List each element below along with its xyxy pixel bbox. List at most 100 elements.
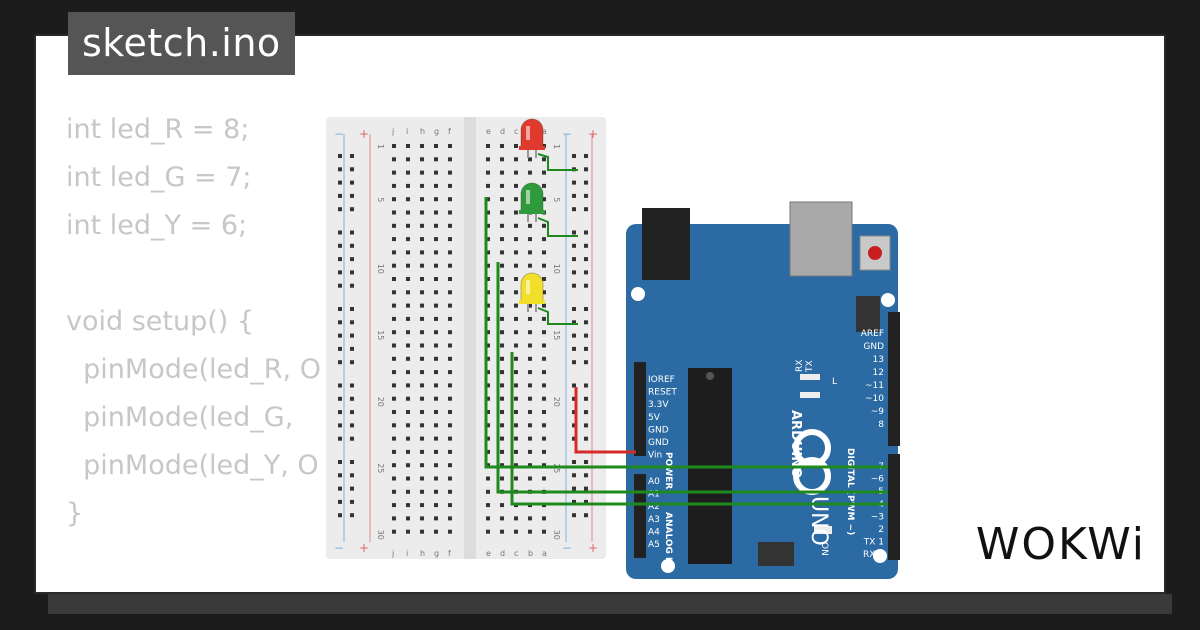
breadboard-hole[interactable] bbox=[420, 157, 424, 162]
breadboard-hole[interactable] bbox=[514, 436, 518, 441]
breadboard-hole[interactable] bbox=[338, 270, 342, 275]
breadboard-hole[interactable] bbox=[584, 410, 588, 415]
breadboard-hole[interactable] bbox=[572, 270, 576, 275]
breadboard-hole[interactable] bbox=[486, 410, 490, 414]
breadboard-hole[interactable] bbox=[486, 303, 490, 308]
breadboard-hole[interactable] bbox=[448, 436, 452, 441]
breadboard-hole[interactable] bbox=[500, 316, 504, 321]
breadboard-hole[interactable] bbox=[448, 343, 452, 348]
breadboard-hole[interactable] bbox=[448, 410, 452, 414]
breadboard-hole[interactable] bbox=[500, 263, 504, 268]
breadboard-hole[interactable] bbox=[500, 170, 504, 175]
breadboard-hole[interactable] bbox=[542, 223, 546, 228]
breadboard-hole[interactable] bbox=[584, 193, 588, 198]
breadboard-hole[interactable] bbox=[350, 257, 354, 262]
breadboard-hole[interactable] bbox=[486, 356, 490, 361]
breadboard-hole[interactable] bbox=[584, 154, 588, 158]
breadboard-hole[interactable] bbox=[406, 263, 410, 268]
breadboard-hole[interactable] bbox=[434, 263, 438, 268]
breadboard-hole[interactable] bbox=[448, 356, 452, 361]
breadboard-hole[interactable] bbox=[338, 473, 342, 478]
breadboard-hole[interactable] bbox=[528, 370, 532, 375]
breadboard-hole[interactable] bbox=[392, 157, 396, 162]
breadboard-hole[interactable] bbox=[572, 180, 576, 185]
breadboard-hole[interactable] bbox=[500, 144, 504, 148]
breadboard-hole[interactable] bbox=[448, 144, 452, 148]
breadboard-hole[interactable] bbox=[486, 463, 490, 468]
breadboard-hole[interactable] bbox=[350, 346, 354, 351]
breadboard-hole[interactable] bbox=[434, 303, 438, 308]
breadboard-hole[interactable] bbox=[500, 343, 504, 348]
breadboard-hole[interactable] bbox=[420, 303, 424, 308]
breadboard-hole[interactable] bbox=[434, 144, 438, 148]
breadboard-hole[interactable] bbox=[528, 463, 532, 468]
breadboard-hole[interactable] bbox=[350, 207, 354, 212]
breadboard-hole[interactable] bbox=[486, 330, 490, 335]
breadboard-hole[interactable] bbox=[350, 383, 354, 388]
breadboard-hole[interactable] bbox=[420, 330, 424, 335]
breadboard-hole[interactable] bbox=[500, 183, 504, 188]
breadboard-hole[interactable] bbox=[500, 463, 504, 468]
breadboard-hole[interactable] bbox=[406, 290, 410, 295]
breadboard-hole[interactable] bbox=[350, 499, 354, 504]
breadboard-hole[interactable] bbox=[338, 486, 342, 491]
breadboard-hole[interactable] bbox=[486, 237, 490, 242]
breadboard-hole[interactable] bbox=[392, 343, 396, 348]
breadboard-hole[interactable] bbox=[500, 197, 504, 202]
breadboard-hole[interactable] bbox=[406, 197, 410, 202]
breadboard-hole[interactable] bbox=[542, 250, 546, 255]
breadboard-hole[interactable] bbox=[514, 263, 518, 268]
breadboard-hole[interactable] bbox=[420, 463, 424, 468]
breadboard-hole[interactable] bbox=[392, 183, 396, 188]
breadboard-hole[interactable] bbox=[486, 529, 490, 534]
breadboard-hole[interactable] bbox=[528, 343, 532, 348]
breadboard-hole[interactable] bbox=[434, 410, 438, 414]
breadboard-hole[interactable] bbox=[500, 250, 504, 255]
breadboard-hole[interactable] bbox=[486, 250, 490, 255]
breadboard-hole[interactable] bbox=[434, 449, 438, 454]
breadboard-hole[interactable] bbox=[338, 307, 342, 311]
breadboard-hole[interactable] bbox=[448, 183, 452, 188]
breadboard-hole[interactable] bbox=[584, 473, 588, 478]
breadboard-hole[interactable] bbox=[528, 516, 532, 521]
breadboard-hole[interactable] bbox=[392, 263, 396, 268]
breadboard-hole[interactable] bbox=[338, 230, 342, 235]
breadboard-hole[interactable] bbox=[392, 516, 396, 521]
breadboard-hole[interactable] bbox=[500, 356, 504, 361]
breadboard-hole[interactable] bbox=[514, 223, 518, 228]
breadboard-hole[interactable] bbox=[448, 170, 452, 175]
breadboard-hole[interactable] bbox=[350, 193, 354, 198]
breadboard-hole[interactable] bbox=[572, 460, 576, 464]
breadboard-hole[interactable] bbox=[448, 237, 452, 242]
breadboard-hole[interactable] bbox=[434, 503, 438, 508]
breadboard-hole[interactable] bbox=[338, 167, 342, 172]
breadboard-hole[interactable] bbox=[420, 503, 424, 508]
breadboard-hole[interactable] bbox=[434, 183, 438, 188]
breadboard-hole[interactable] bbox=[406, 237, 410, 242]
breadboard-hole[interactable] bbox=[420, 183, 424, 188]
breadboard-hole[interactable] bbox=[434, 157, 438, 162]
breadboard-hole[interactable] bbox=[542, 463, 546, 468]
breadboard-hole[interactable] bbox=[542, 277, 546, 281]
breadboard-hole[interactable] bbox=[420, 277, 424, 281]
breadboard-hole[interactable] bbox=[406, 516, 410, 521]
breadboard-hole[interactable] bbox=[392, 476, 396, 481]
breadboard-hole[interactable] bbox=[584, 207, 588, 212]
breadboard-hole[interactable] bbox=[448, 250, 452, 255]
breadboard-hole[interactable] bbox=[542, 290, 546, 295]
breadboard-hole[interactable] bbox=[420, 383, 424, 388]
breadboard-hole[interactable] bbox=[572, 513, 576, 518]
breadboard-hole[interactable] bbox=[542, 316, 546, 321]
breadboard-hole[interactable] bbox=[514, 463, 518, 468]
breadboard-hole[interactable] bbox=[448, 383, 452, 388]
breadboard-hole[interactable] bbox=[486, 370, 490, 375]
breadboard-hole[interactable] bbox=[338, 180, 342, 185]
breadboard-hole[interactable] bbox=[486, 503, 490, 508]
breadboard-hole[interactable] bbox=[434, 436, 438, 441]
breadboard-hole[interactable] bbox=[406, 303, 410, 308]
file-tab[interactable]: sketch.ino bbox=[68, 12, 295, 75]
breadboard-hole[interactable] bbox=[514, 449, 518, 454]
breadboard-hole[interactable] bbox=[542, 516, 546, 521]
breadboard-hole[interactable] bbox=[392, 396, 396, 401]
breadboard-hole[interactable] bbox=[542, 170, 546, 175]
